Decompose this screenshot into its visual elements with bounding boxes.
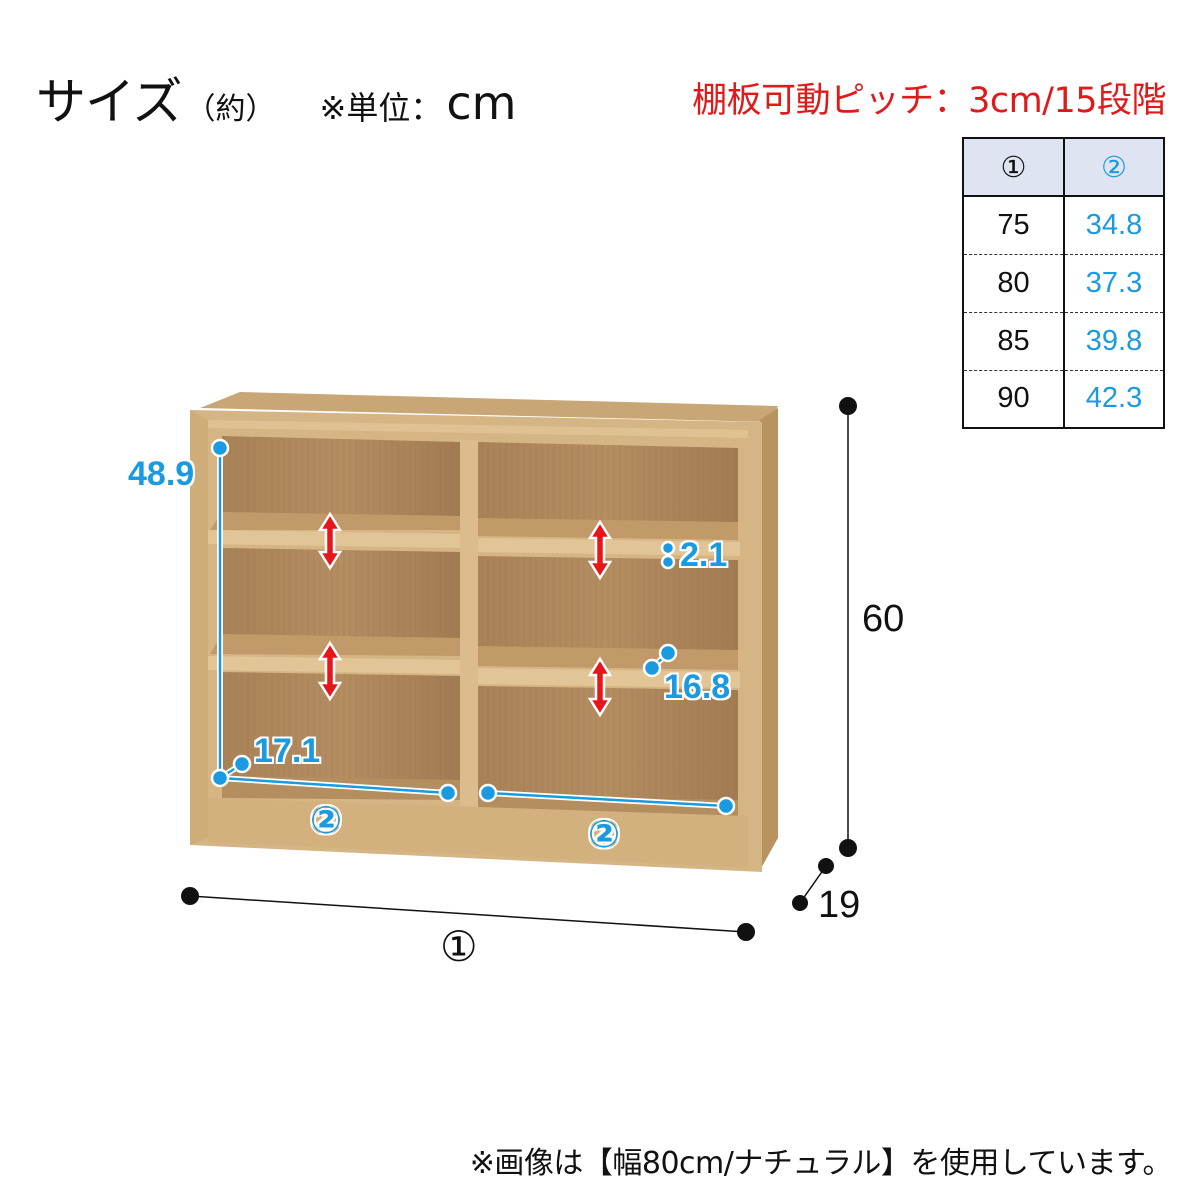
cell-inner-width: 34.8 <box>1064 196 1164 255</box>
unit-value: cm <box>446 76 517 130</box>
shelf-pitch-note: 棚板可動ピッチ：3cm/15段階 <box>692 81 1166 121</box>
table-row: 80 37.3 <box>963 254 1164 313</box>
unit-label: ※単位： <box>319 89 443 127</box>
adjust-arrow-icon <box>587 519 613 581</box>
title-text: サイズ <box>36 73 182 131</box>
inner-width-right-label: ② <box>588 812 621 856</box>
shelf-depth-label: 16.8 <box>664 668 731 706</box>
inner-height-label: 48.9 <box>128 455 195 493</box>
table-header-row: ① ② <box>963 138 1164 197</box>
bottom-depth-label: 17.1 <box>254 732 321 770</box>
adjust-arrow-icon <box>317 511 343 571</box>
cell-width: 75 <box>963 196 1065 255</box>
shelf-thickness-label: 2.1 <box>680 536 728 574</box>
total-width-label: ① <box>440 922 478 971</box>
inner-width-left-label: ② <box>310 798 343 842</box>
total-depth-label: 19 <box>818 884 861 926</box>
footnote: ※画像は【幅80cm/ナチュラル】を使用しています。 <box>469 1146 1173 1181</box>
outer-dimension-dots <box>181 397 857 941</box>
cell-inner-width: 37.3 <box>1064 254 1164 313</box>
cell-inner-width: 39.8 <box>1064 312 1164 371</box>
size-table: ① ② 75 34.8 80 37.3 85 39.8 90 42.3 <box>962 137 1165 429</box>
header-inner-width: ② <box>1064 138 1164 197</box>
table-row: 85 39.8 <box>963 312 1164 371</box>
total-height-label: 60 <box>862 598 905 640</box>
shelf-adjust-arrows <box>317 511 613 718</box>
table-row: 90 42.3 <box>963 370 1164 428</box>
cell-width: 80 <box>963 254 1065 313</box>
adjust-arrow-icon <box>587 656 613 718</box>
cell-width: 90 <box>963 370 1065 428</box>
blue-dimension-dots <box>210 438 736 816</box>
cell-inner-width: 42.3 <box>1085 382 1143 415</box>
header-width: ① <box>963 138 1065 197</box>
size-title: サイズ （約） ※単位： cm <box>36 62 516 134</box>
approx-label: （約） <box>185 92 276 127</box>
cell-width: 85 <box>963 312 1065 371</box>
table-row: 75 34.8 <box>963 196 1164 255</box>
adjust-arrow-icon <box>317 640 343 702</box>
